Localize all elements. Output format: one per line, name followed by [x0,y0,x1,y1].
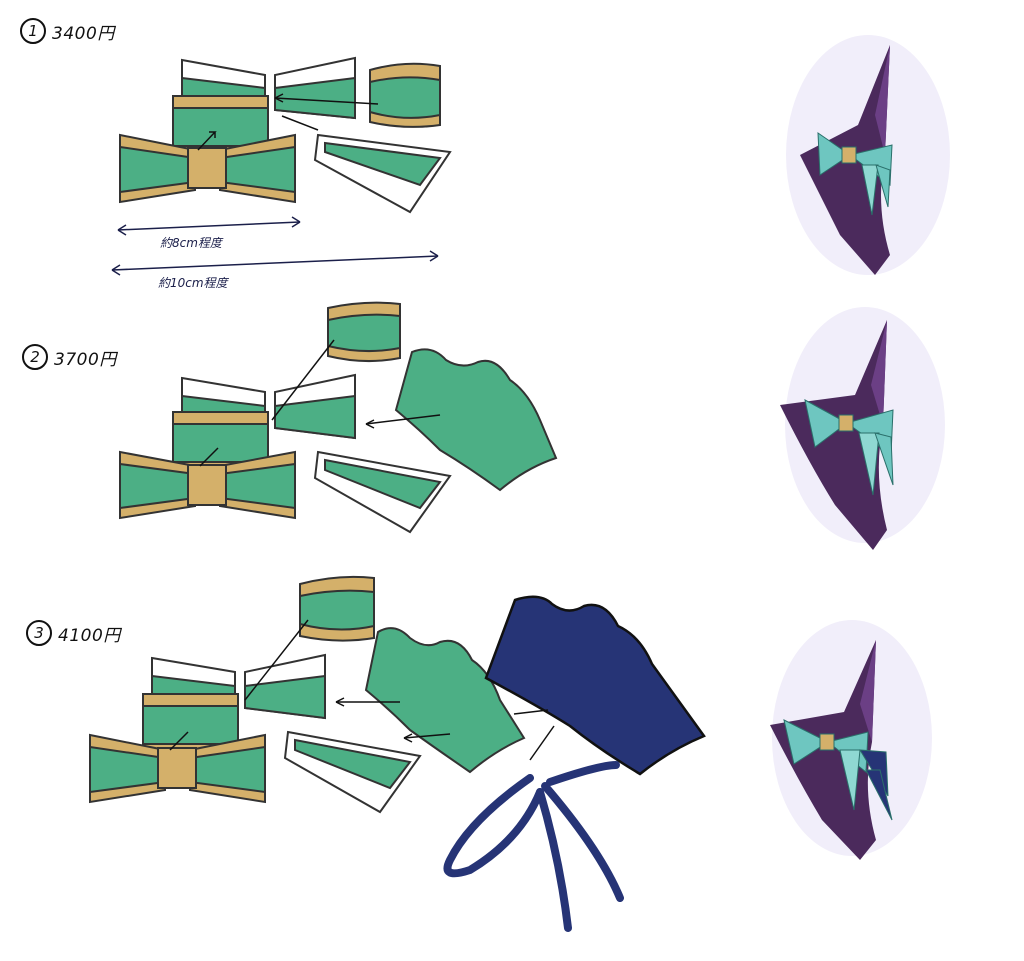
arrow-icon [274,93,284,103]
option-number: 2 [22,344,48,370]
knot-band-piece [369,62,441,128]
arrow-icon [169,731,189,751]
option-price: 3700円 [54,349,117,370]
option-price: 4100円 [58,625,121,646]
front-bow [119,133,296,204]
hat-ribbon [804,399,894,496]
bow-parts-diagram [119,301,558,534]
option-3: 3 4100円 [0,560,1024,961]
hat-preview-1 [786,35,950,275]
bow-parts-diagram [89,575,706,932]
option-price: 3400円 [52,23,115,44]
assembly-arrows [199,339,441,467]
arrow-icon [529,725,555,761]
arrow-icon [365,414,441,425]
bow-parts-diagram [111,56,452,276]
hat-ribbon [817,132,893,216]
ruffle-piece-green [364,627,526,774]
hat-preview-3 [770,620,932,860]
ribbon-tails [283,730,422,814]
option-1-label: 1 3400円 [20,18,115,44]
option-1: 1 3400円 [0,0,1024,300]
assembly-arrows [197,93,379,151]
arrow-icon [274,97,379,105]
option-2: 2 3700円 [0,300,1024,560]
arrow-icon [271,339,335,421]
option-number: 3 [26,620,52,646]
center-cylinder [172,95,269,157]
ruffle-piece [394,348,558,492]
ribbon-tails [313,133,452,214]
arrow-icon [403,733,413,743]
dimension-inner: 約8cm程度 [160,236,222,250]
arrow-icon [244,619,309,701]
option-3-label: 3 4100円 [26,620,121,646]
arrow-icon [281,115,319,131]
arrow-icon [199,447,219,467]
dimension-outer: 約10cm程度 [158,276,228,290]
option-2-label: 2 3700円 [22,344,117,370]
hat-ribbon [783,719,893,821]
arrow-icon [513,709,549,715]
front-bow [89,733,266,804]
arrow-icon [197,131,217,151]
arrow-icon [365,419,375,429]
ribbon-tie-navy [443,761,624,932]
hat-preview-2 [780,307,945,550]
option-number: 1 [20,18,46,44]
ribbon-tails [313,450,452,534]
knot-band-piece [327,301,401,363]
dimension-arrows [111,216,439,276]
knot-band-piece [299,575,375,642]
arrow-icon [403,733,451,739]
ruffle-piece-navy [484,595,706,776]
center-cylinder [142,693,239,755]
front-bow [119,450,296,520]
arrow-icon [335,697,345,707]
assembly-arrows [169,619,555,761]
